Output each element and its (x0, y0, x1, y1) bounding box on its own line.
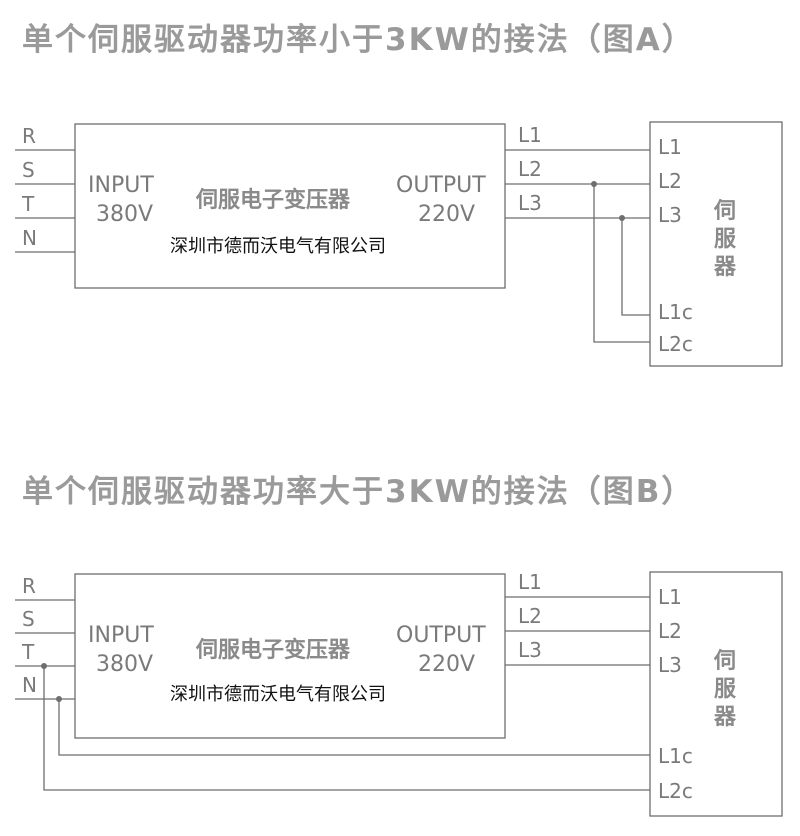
servo-terminal-l1: L1 (658, 585, 682, 609)
transformer-output-label: OUTPUT (396, 173, 486, 198)
l1c-wire (58, 699, 650, 756)
output-label-l2: L2 (518, 157, 542, 181)
input-label-t: T (21, 192, 35, 216)
input-label-t: T (21, 640, 35, 664)
transformer-input-voltage: 380V (96, 652, 153, 677)
output-label-l1: L1 (518, 570, 542, 594)
transformer-output-voltage: 220V (418, 202, 475, 227)
junction-dot (619, 215, 625, 221)
servo-terminal-l1: L1 (658, 135, 682, 159)
servo-name-char: 伺 (713, 648, 736, 674)
servo-terminal-l2c: L2c (658, 779, 693, 803)
servo-terminal-l2c: L2c (658, 332, 693, 356)
servo-box (649, 571, 783, 817)
junction-dot (591, 181, 597, 187)
transformer-input-voltage: 380V (96, 202, 153, 227)
company-name: 深圳市德而沃电气有限公司 (170, 236, 386, 257)
output-label-l1: L1 (518, 123, 542, 147)
transformer-box (74, 123, 506, 289)
servo-terminal-l2: L2 (658, 619, 682, 643)
output-label-l3: L3 (518, 191, 542, 215)
input-label-n: N (22, 673, 37, 697)
input-label-r: R (22, 574, 36, 598)
diagram-b: R S T N INPUT 380V 伺服电子变压器 OUTPUT 220V 深… (15, 570, 783, 817)
input-label-n: N (22, 226, 37, 250)
servo-name-char: 器 (713, 705, 737, 730)
diagram-a: R S T N INPUT 380V 伺服电子变压器 OUTPUT 220V 深… (15, 121, 783, 367)
output-label-l3: L3 (518, 638, 542, 662)
servo-terminal-l3: L3 (658, 203, 682, 227)
company-name: 深圳市德而沃电气有限公司 (170, 684, 386, 705)
transformer-name: 伺服电子变压器 (195, 637, 351, 663)
servo-terminal-l3: L3 (658, 653, 682, 677)
servo-name-char: 服 (714, 677, 737, 702)
servo-name-char: 伺 (713, 198, 736, 224)
l1c-wire (621, 218, 650, 316)
diagram-a-title: 单个伺服驱动器功率小于3KW的接法（图A） (22, 22, 695, 58)
transformer-name: 伺服电子变压器 (195, 187, 351, 213)
junction-dot (41, 663, 47, 669)
servo-terminal-l1c: L1c (658, 300, 693, 324)
transformer-box (74, 573, 506, 739)
servo-terminal-l2: L2 (658, 169, 682, 193)
junction-dot (56, 696, 62, 702)
input-label-s: S (22, 158, 35, 182)
l2c-wire (593, 184, 650, 343)
diagram-b-title: 单个伺服驱动器功率大于3KW的接法（图B） (22, 474, 695, 510)
input-label-s: S (22, 607, 35, 631)
transformer-input-label: INPUT (88, 623, 154, 648)
input-label-r: R (22, 124, 36, 148)
servo-name-char: 服 (714, 227, 737, 252)
servo-name-char: 器 (713, 255, 737, 280)
transformer-output-voltage: 220V (418, 652, 475, 677)
l2c-wire (43, 666, 650, 791)
servo-terminal-l1c: L1c (658, 744, 693, 768)
transformer-output-label: OUTPUT (396, 623, 486, 648)
servo-box (649, 121, 783, 367)
output-label-l2: L2 (518, 604, 542, 628)
transformer-input-label: INPUT (88, 173, 154, 198)
